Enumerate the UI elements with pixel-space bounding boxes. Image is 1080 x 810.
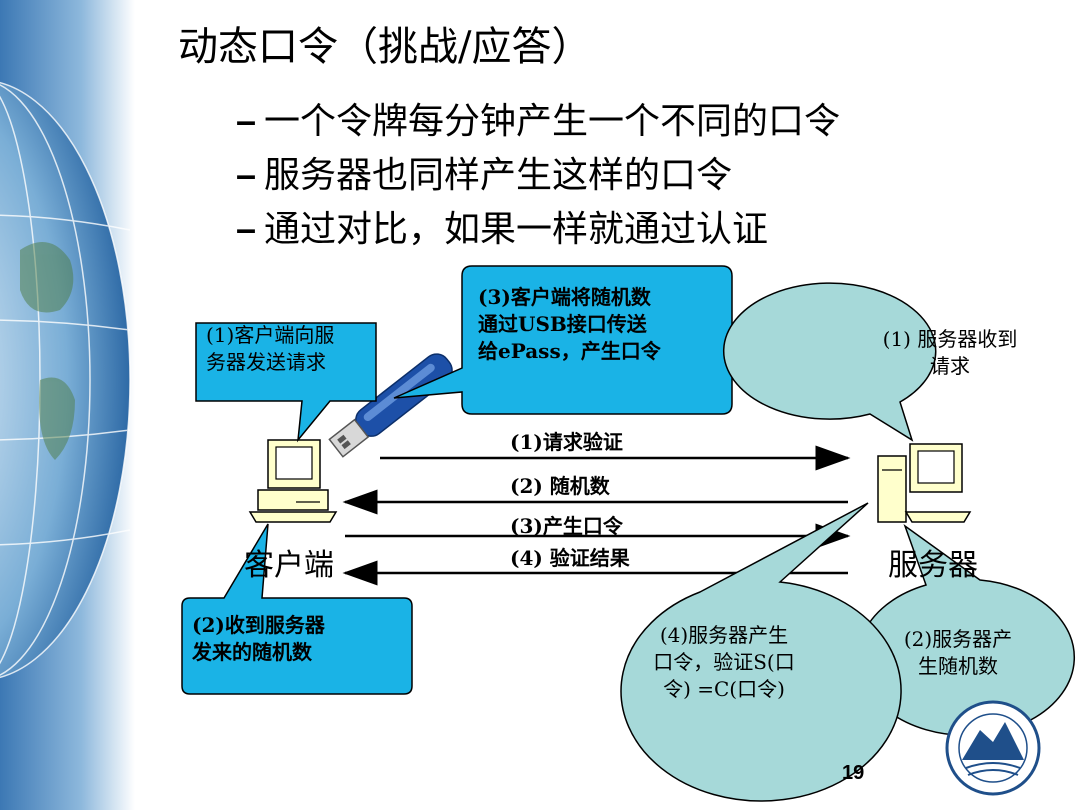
callout-client-request-text: (1)客户端向服 务器发送请求 (206, 323, 335, 374)
callout-client-receive-text: (2)收到服务器 发来的随机数 (192, 613, 325, 664)
callout-client-usb-text: (3)客户端将随机数 通过USB接口传送 给ePass，产生口令 (478, 285, 661, 363)
arrow-label-random: (2) 随机数 (510, 474, 610, 498)
bullet-dash: – (236, 208, 257, 249)
page-title: 动态口令（挑战/应答） (178, 24, 592, 70)
callout-client-usb (393, 265, 733, 415)
server-label: 服务器 (888, 548, 978, 583)
bullet-item: –一个令牌每分钟产生一个不同的口令 (236, 92, 840, 144)
arrow-label-password: (3)产生口令 (510, 514, 623, 538)
callout-server-random-text: (2)服务器产 生随机数 (903, 627, 1013, 678)
globe-background-icon (0, 0, 135, 810)
callout-client-receive (181, 523, 413, 695)
server-computer-icon (877, 443, 972, 523)
client-label: 客户端 (244, 548, 334, 583)
callout-server-generate-text: (4)服务器产生 口令，验证S(口 令) =C(口令) (653, 623, 795, 701)
bullet-text: 通过对比，如果一样就通过认证 (264, 209, 769, 250)
bullet-text: 一个令牌每分钟产生一个不同的口令 (264, 101, 841, 142)
bullet-dash: – (236, 154, 257, 195)
client-computer-icon (248, 439, 338, 523)
callout-client-request (195, 322, 377, 443)
bullet-item: –通过对比，如果一样就通过认证 (236, 200, 768, 252)
bullet-text: 服务器也同样产生这样的口令 (264, 155, 733, 196)
university-logo-icon (945, 700, 1041, 796)
callout-server-receive-text: (1) 服务器收到 请求 (882, 327, 1018, 378)
bullet-dash: – (236, 100, 257, 141)
arrow-label-request: (1)请求验证 (510, 430, 623, 454)
callout-server-generate (620, 502, 902, 802)
bullet-item: –服务器也同样产生这样的口令 (236, 146, 732, 198)
page-number: 19 (842, 762, 865, 784)
arrow-label-result: (4) 验证结果 (510, 546, 630, 570)
callout-server-receive (723, 282, 937, 442)
